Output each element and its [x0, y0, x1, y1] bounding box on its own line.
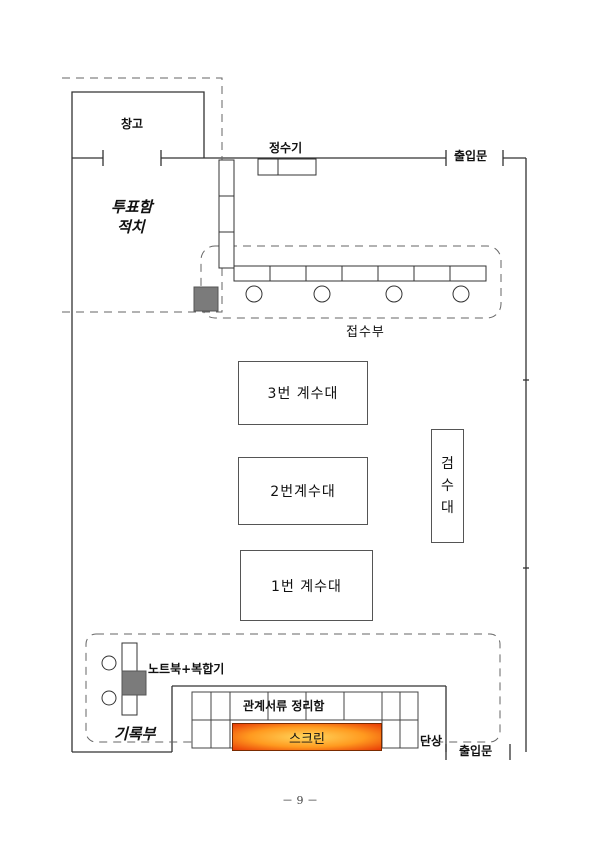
- storage-label: 창고: [121, 117, 144, 131]
- laptop-printer-label: 노트북+복합기: [148, 662, 225, 676]
- storage-room: [71, 91, 205, 158]
- inspection-char-3: 대: [441, 500, 454, 516]
- reception-chairs: [245, 285, 470, 303]
- dashed-zones: [62, 77, 502, 743]
- laptop-printer-box: [121, 670, 147, 696]
- reception-label: 접수부: [346, 325, 385, 340]
- ballot-storage-label: 투표함 적치: [111, 197, 152, 237]
- entrance-bottom-label: 출입문: [459, 744, 493, 758]
- page-number: － 9 －: [282, 794, 318, 807]
- inspection-desk: 검 수 대: [431, 429, 464, 543]
- door-ticks: [102, 150, 529, 760]
- water-purifier: [257, 158, 317, 176]
- counter-1: 1번 계수대: [240, 550, 373, 621]
- ballot-box: [193, 286, 219, 312]
- water-purifier-label: 정수기: [269, 141, 303, 155]
- ballot-storage-line1: 투표함: [111, 198, 153, 216]
- entrance-top-label: 출입문: [454, 149, 488, 163]
- reception-desks: [233, 265, 487, 282]
- record-section-label: 기록부: [114, 725, 156, 743]
- document-box-label: 관계서류 정리함: [243, 699, 325, 713]
- inspection-char-1: 검: [441, 456, 454, 472]
- walls: [71, 157, 527, 753]
- record-chairs: [101, 655, 117, 706]
- screen: 스크린: [232, 723, 382, 751]
- stage-label: 단상: [420, 734, 443, 748]
- counter-2: 2번계수대: [238, 457, 368, 525]
- counter-3: 3번 계수대: [238, 361, 368, 425]
- vertical-desks: [218, 159, 235, 269]
- ballot-storage-line2: 적치: [117, 218, 145, 236]
- inspection-char-2: 수: [441, 478, 454, 494]
